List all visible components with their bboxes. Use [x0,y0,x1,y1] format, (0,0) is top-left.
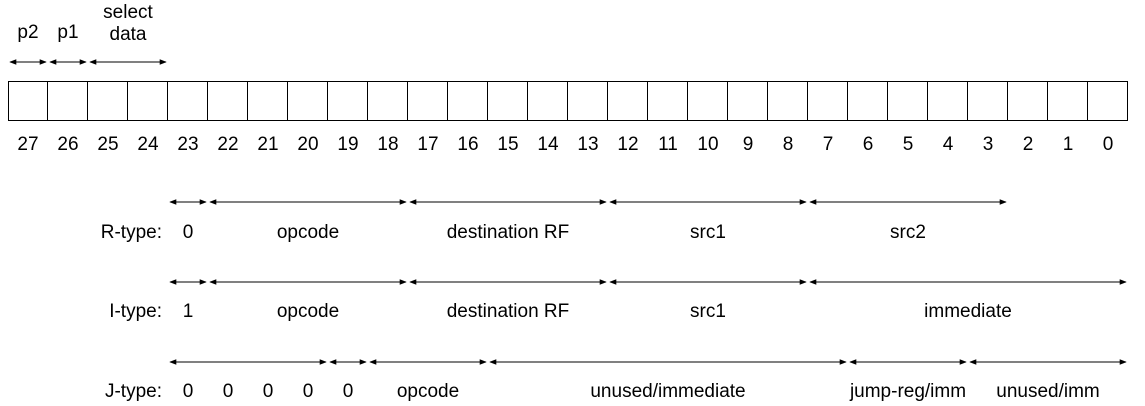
bit-number: 2 [1022,134,1034,155]
bit-cell [128,81,168,121]
bit-number: 16 [457,134,479,155]
bit-cell [208,81,248,121]
field-label: 0 [302,381,314,402]
bit-number: 0 [1102,134,1114,155]
field-label: src1 [690,222,726,243]
bit-number: 10 [697,134,719,155]
bit-cell [168,81,208,121]
bit-cell [888,81,928,121]
top-field-label: data [109,24,147,45]
field-label: jump-reg/imm [849,381,967,402]
bit-cell [288,81,328,121]
field-label: 0 [262,381,274,402]
top-field-label: select [103,2,153,23]
bit-cell [48,81,88,121]
bit-cell [808,81,848,121]
bit-cell [488,81,528,121]
bit-cell [648,81,688,121]
bit-cell [608,81,648,121]
bit-number: 25 [97,134,119,155]
field-label: 0 [182,222,194,243]
field-label: 0 [182,381,194,402]
bit-number: 4 [942,134,954,155]
bit-cell [968,81,1008,121]
top-field-label: p1 [57,22,79,43]
field-label: 1 [182,301,194,322]
field-label: immediate [924,301,1012,322]
field-label: unused/immediate [590,381,746,402]
bit-cell [368,81,408,121]
bit-number: 1 [1062,134,1074,155]
bit-cell [848,81,888,121]
bit-cell [1008,81,1048,121]
field-label: src1 [690,301,726,322]
bit-cell [328,81,368,121]
top-field-label: p2 [17,22,39,43]
bit-number: 7 [822,134,834,155]
bit-cell [1048,81,1088,121]
bit-number: 24 [137,134,159,155]
field-label: opcode [276,222,340,243]
bit-number: 17 [417,134,439,155]
bit-number: 6 [862,134,874,155]
bit-number: 9 [742,134,754,155]
bit-number: 22 [217,134,239,155]
bit-cell [248,81,288,121]
field-label: 0 [342,381,354,402]
bit-number: 3 [982,134,994,155]
bit-number: 12 [617,134,639,155]
bit-number: 23 [177,134,199,155]
field-label: unused/imm [996,381,1100,402]
bit-number: 18 [377,134,399,155]
field-label: 0 [222,381,234,402]
bit-cell [568,81,608,121]
bit-cell [528,81,568,121]
bit-cell [928,81,968,121]
field-label: src2 [890,222,926,243]
bit-number: 26 [57,134,79,155]
bit-cell [408,81,448,121]
field-label: destination RF [446,222,570,243]
bit-number: 15 [497,134,519,155]
bit-number: 27 [17,134,39,155]
bit-number: 8 [782,134,794,155]
field-label: opcode [396,381,460,402]
bit-number: 20 [297,134,319,155]
bit-cell [8,81,48,121]
bit-cell [448,81,488,121]
bit-cell [768,81,808,121]
row-type-label: I-type: [109,301,162,322]
bit-cell [728,81,768,121]
bit-number: 14 [537,134,559,155]
field-label: opcode [276,301,340,322]
bit-cell [1088,81,1128,121]
bit-number: 11 [658,134,678,155]
bit-number: 19 [337,134,359,155]
bit-number: 5 [902,134,914,155]
bit-number: 13 [577,134,599,155]
bit-number: 21 [257,134,279,155]
row-type-label: R-type: [100,222,162,243]
row-type-label: J-type: [104,381,162,402]
bit-cell [688,81,728,121]
field-label: destination RF [446,301,570,322]
bit-cell [88,81,128,121]
